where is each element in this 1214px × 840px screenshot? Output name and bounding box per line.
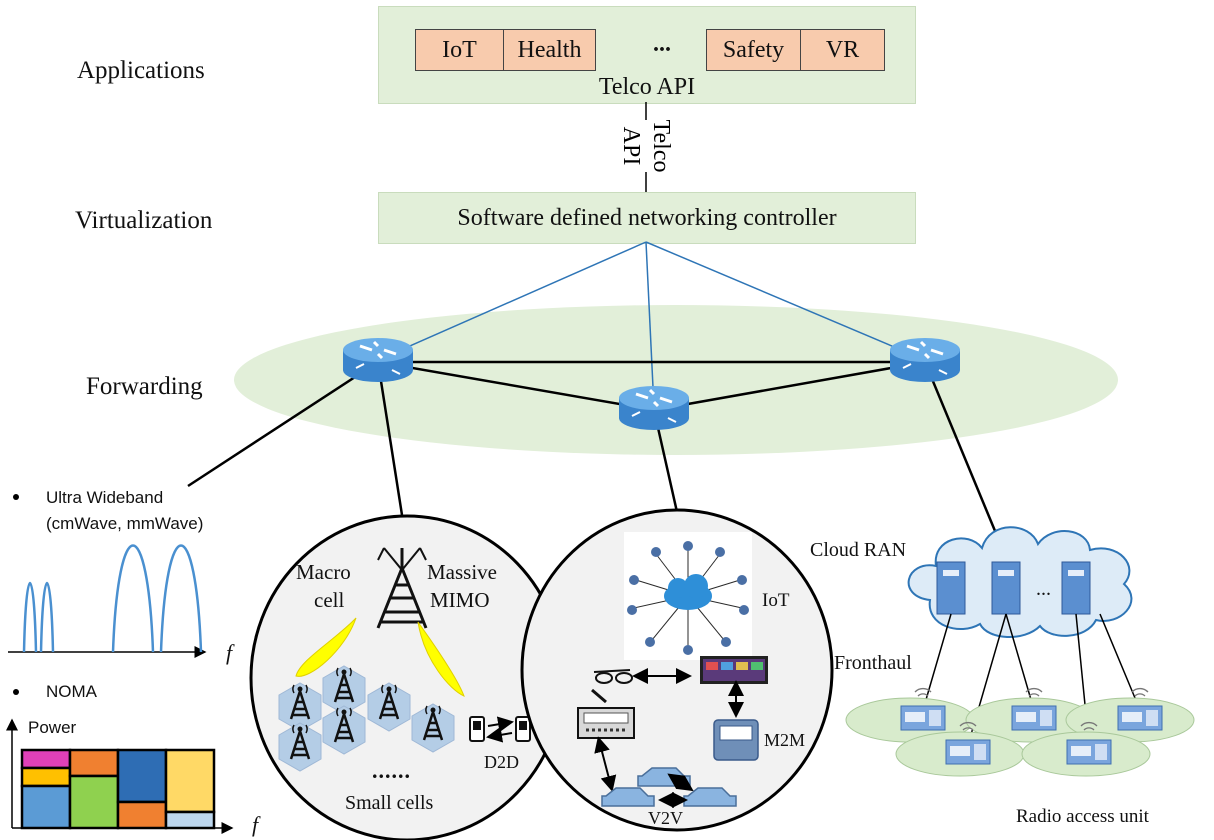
vertical-telco-api-label: Telco API [618,120,674,173]
sdn-links [377,241,926,409]
radio-access-unit-icon [1117,687,1163,731]
app-health: Health [503,29,596,71]
d2d-phones-icon [469,716,531,743]
router-right-icon [888,336,962,384]
virtualization-layer-label: Virtualization [75,207,213,234]
radio-access-unit-icon [1011,687,1057,731]
applications-box: IoT Health ... Safety VR Telco API [378,6,916,104]
cloud-ran [845,526,1195,777]
macro-cell-label-line2: cell [314,588,345,612]
small-cells-label: Small cells [345,792,434,814]
server-icon [936,561,1091,615]
uwb-f-axis-label: f [226,640,233,665]
small-cells-dots: ...... [372,758,411,783]
radio-access-unit-icon [900,687,946,731]
svg-text:API: API [618,127,644,166]
cloud-ran-label: Cloud RAN [810,539,907,561]
noma-f-axis-label: f [252,812,259,837]
uwb-label-line2: (cmWave, mmWave) [46,514,204,533]
radio-access-unit-label: Radio access unit [1016,806,1149,827]
cloud-ran-ellipsis: ... [1036,578,1051,600]
uwb-label-line1: Ultra Wideband [46,488,164,507]
power-axis-label: Power [28,718,77,737]
telco-api-label: Telco API [598,74,696,100]
v2v-label: V2V [648,808,683,828]
iot-hub-icon [624,532,752,660]
d2d-label: D2D [484,752,519,772]
app-safety: Safety [706,29,801,71]
uwb-spectrum-plot [8,494,207,658]
svg-text:Telco: Telco [648,120,674,173]
app-vr: VR [800,29,885,71]
iot-m2m-v2v-circle [520,508,834,832]
noma-plot [5,689,234,834]
fronthaul-label: Fronthaul [834,652,912,674]
router-left-icon [341,336,415,384]
massive-mimo-label-line2: MIMO [430,588,490,612]
applications-layer-label: Applications [77,57,205,84]
vending-machine-icon [713,719,759,761]
router-center-icon [617,384,691,432]
smart-meter-icon [577,688,635,739]
forwarding-links [187,360,1002,544]
app-iot: IoT [415,29,504,71]
macro-cell-label-line1: Macro [296,560,351,584]
iot-label: IoT [762,590,790,611]
m2m-label: M2M [764,730,806,750]
beam-right-icon [417,621,465,697]
forwarding-plane [234,305,1118,455]
forwarding-layer-label: Forwarding [86,373,203,400]
sdn-controller-box: Software defined networking controller [378,192,916,244]
smart-tv-icon [700,656,768,684]
beam-left-icon [295,617,357,677]
cars-icon [601,767,737,807]
macro-tower-icon [376,547,428,629]
massive-mimo-label-line1: Massive [427,560,497,584]
noma-label: NOMA [46,682,97,701]
apps-ellipsis: ... [653,31,671,57]
